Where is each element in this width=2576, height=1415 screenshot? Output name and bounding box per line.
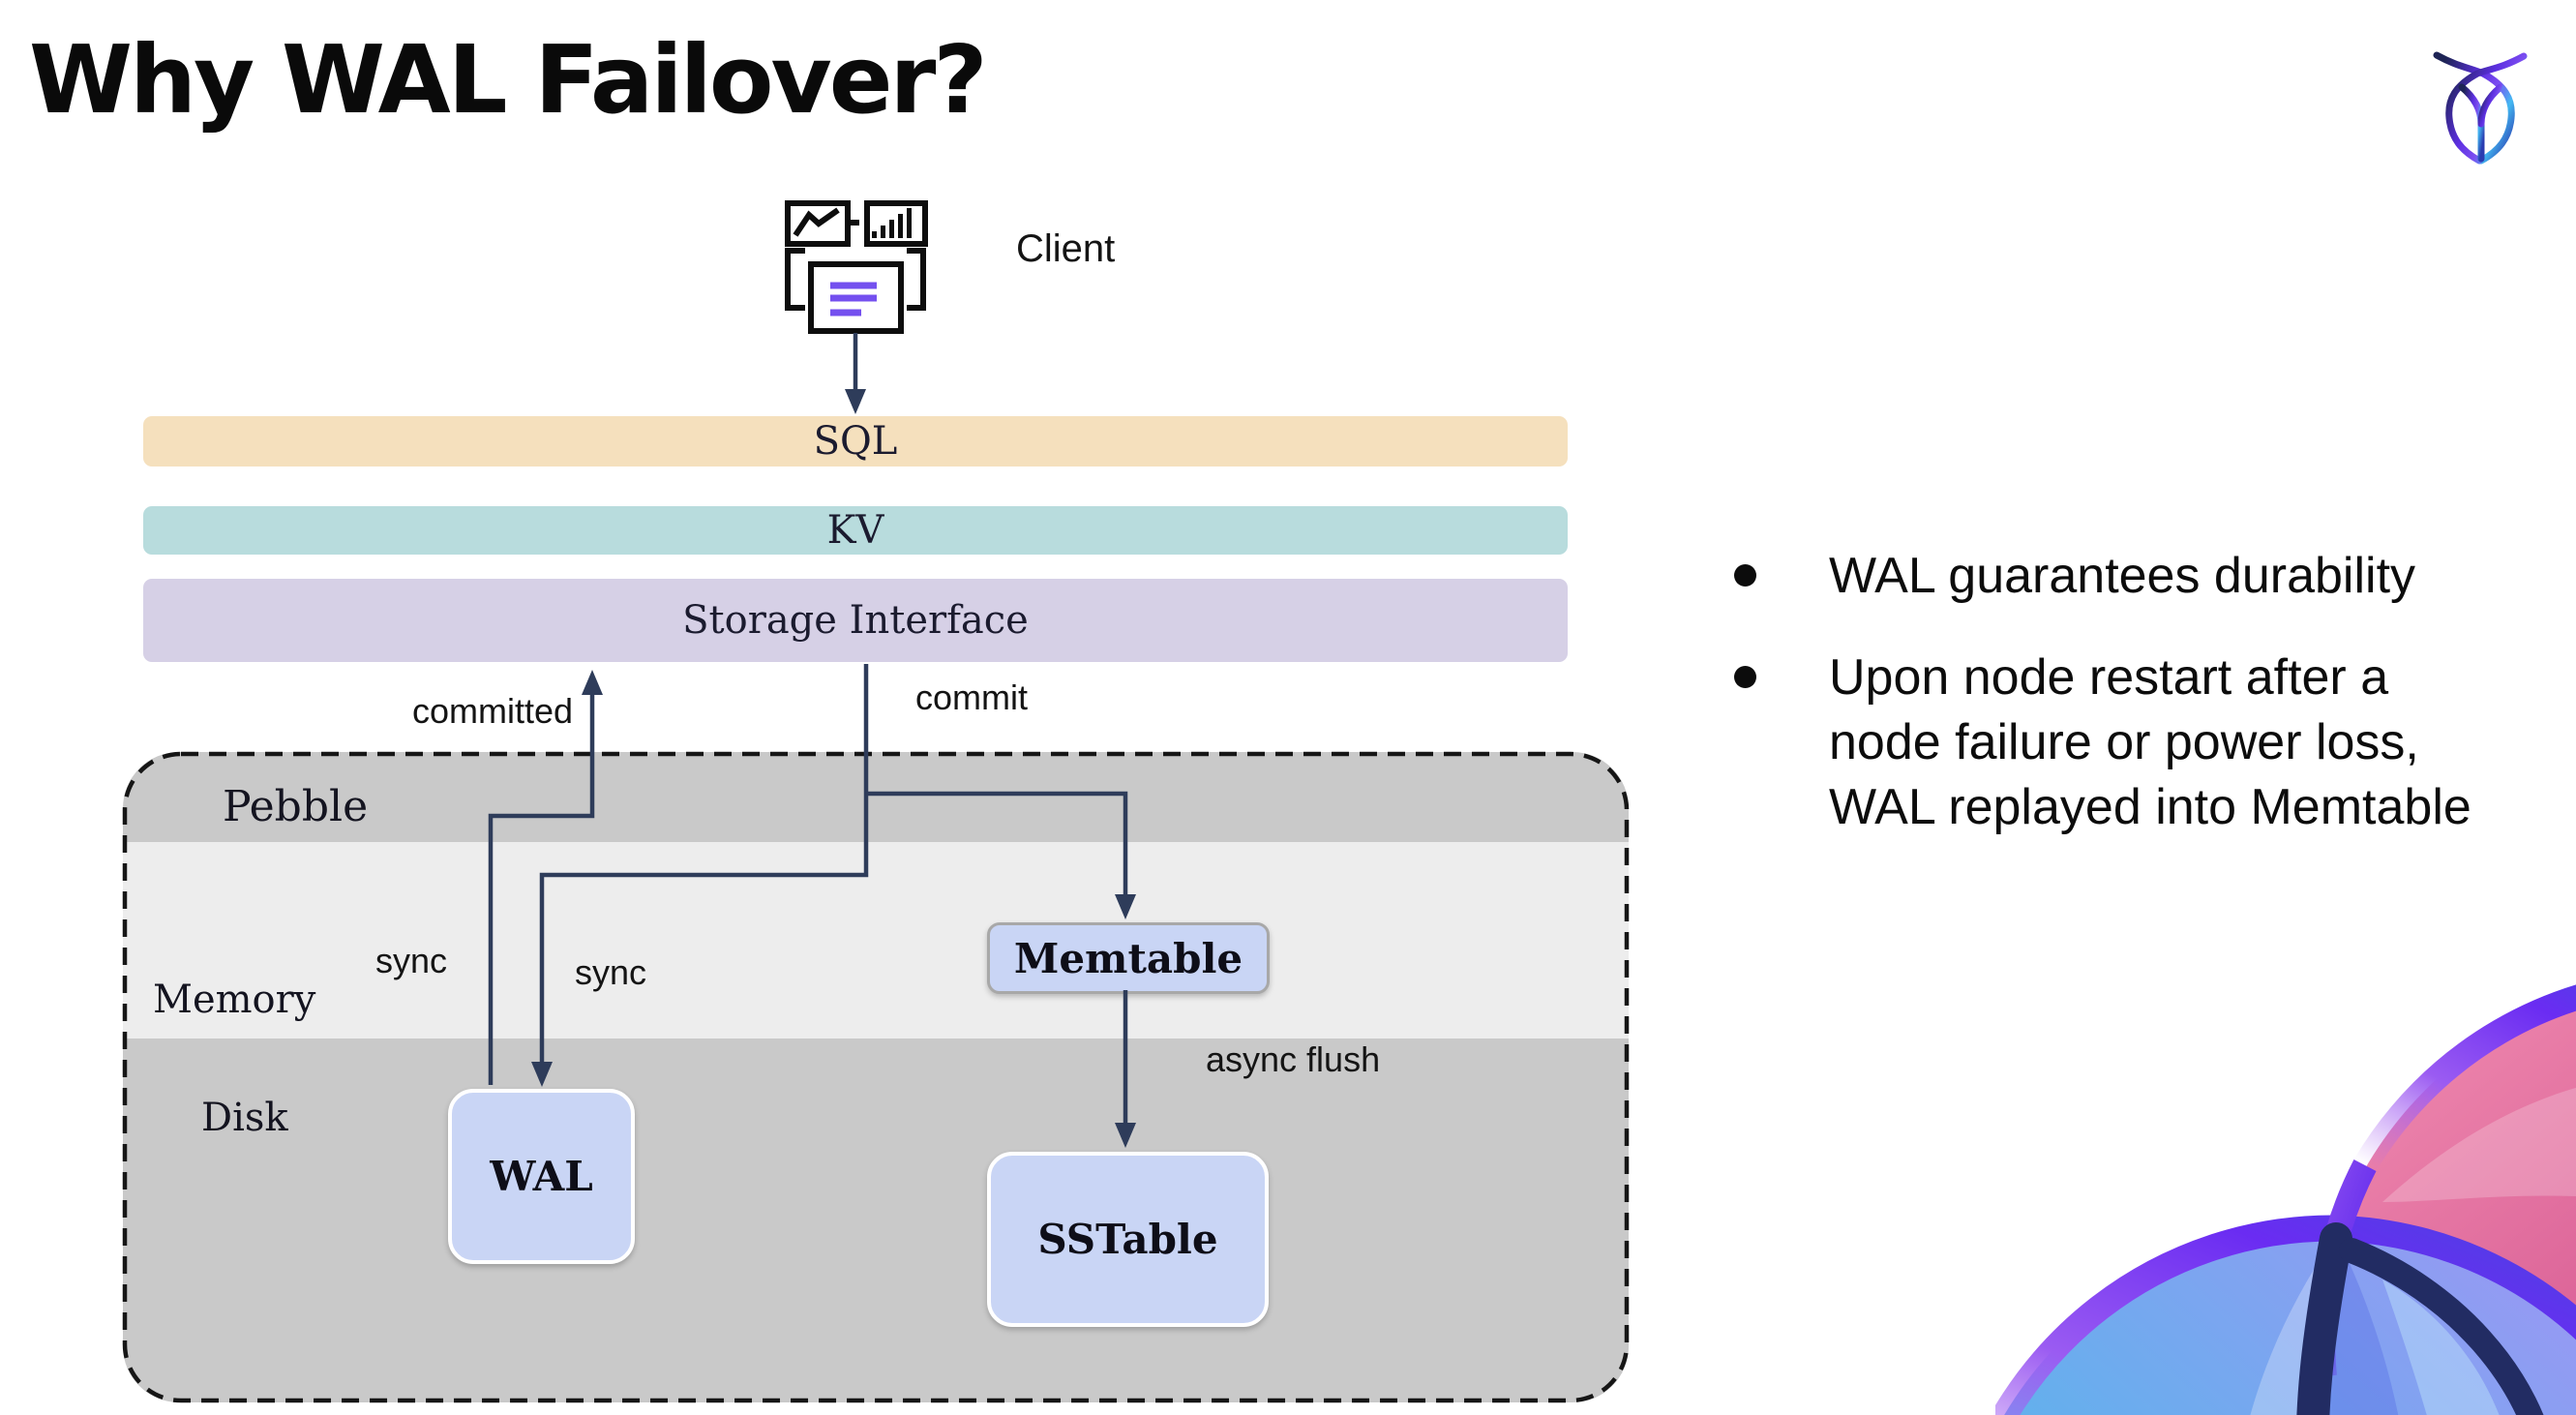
wal-node: WAL: [448, 1089, 635, 1264]
memtable-node-label: Memtable: [1013, 934, 1243, 982]
edge-label-committed: committed: [412, 691, 574, 731]
layer-bar-kv: KV: [143, 506, 1568, 555]
cockroachdb-logo-icon: [2433, 51, 2528, 165]
edge-label-sync-right: sync: [575, 952, 647, 992]
pebble-container: [123, 752, 1629, 1402]
edge-label-async-flush: async flush: [1206, 1039, 1381, 1079]
bullet-text-replay: Upon node restart after a node failure o…: [1829, 649, 2471, 835]
client-icon: [785, 200, 928, 334]
layer-bar-kv-label: KV: [826, 508, 884, 553]
document-icon: [808, 261, 904, 334]
chart-bars-icon: [864, 200, 928, 247]
bullet-dot-icon: [1734, 564, 1756, 587]
layer-bar-sql: SQL: [143, 416, 1568, 467]
bracket-left-icon: [785, 248, 805, 311]
bullet-text-durability: WAL guarantees durability: [1829, 548, 2416, 604]
layer-bar-sql-label: SQL: [813, 419, 898, 464]
wal-node-label: WAL: [490, 1153, 593, 1200]
chart-bars-glyph: [872, 208, 912, 238]
list-item: Upon node restart after a node failure o…: [1724, 646, 2576, 840]
sstable-node: SSTable: [987, 1152, 1269, 1327]
disk-label: Disk: [201, 1096, 288, 1140]
document-lines: [830, 282, 877, 316]
pebble-label: Pebble: [223, 782, 369, 831]
edge-label-commit: commit: [915, 677, 1028, 717]
layer-bar-storage-interface: Storage Interface: [143, 579, 1568, 662]
bullet-list: WAL guarantees durability Upon node rest…: [1724, 544, 2576, 877]
chart-line-glyph: [793, 207, 840, 237]
memtable-node: Memtable: [987, 922, 1270, 994]
brand-sphere-art: [1995, 984, 2576, 1415]
page-title: Why WAL Failover?: [29, 25, 988, 135]
memory-label: Memory: [153, 978, 316, 1022]
sstable-node-label: SSTable: [1037, 1216, 1218, 1263]
client-label: Client: [1016, 227, 1116, 270]
edge-label-sync-left: sync: [375, 941, 448, 980]
list-item: WAL guarantees durability: [1724, 544, 2576, 609]
bracket-right-icon: [907, 248, 926, 311]
memory-region-band: [123, 842, 1629, 1039]
layer-bar-storage-label: Storage Interface: [682, 598, 1029, 643]
chart-line-icon: [785, 200, 851, 247]
bullet-dot-icon: [1734, 666, 1756, 688]
